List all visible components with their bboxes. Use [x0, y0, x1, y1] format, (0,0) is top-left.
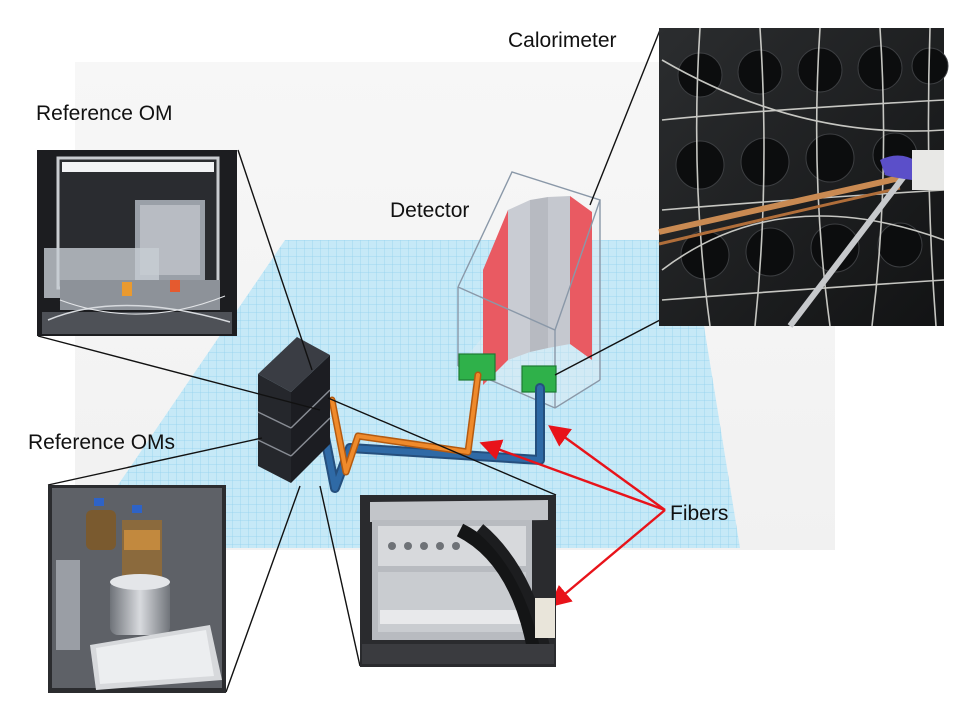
photo-reference-om-icon	[37, 150, 237, 336]
label-fibers: Fibers	[670, 502, 729, 525]
scintillator-block-2	[508, 200, 530, 360]
label-reference-om: Reference OM	[36, 102, 173, 125]
arrow-to-rack-fiber	[549, 509, 666, 608]
photo-fibers-rack-icon	[360, 495, 556, 667]
photo-reference-oms-icon	[48, 485, 226, 693]
photo-calorimeter-icon	[658, 27, 949, 328]
scintillator-block-4	[548, 196, 570, 348]
scintillator-block-1	[483, 210, 508, 385]
fiber-bundles	[315, 371, 545, 493]
scintillator-block-3	[530, 197, 548, 352]
fiber-arrows	[479, 425, 666, 608]
arrow-to-blue-fiber	[548, 425, 666, 511]
label-reference-oms: Reference OMs	[28, 431, 176, 454]
callout-lines	[37, 29, 661, 693]
label-calorimeter: Calorimeter	[508, 29, 617, 52]
detector	[457, 171, 601, 409]
label-detector: Detector	[390, 199, 470, 222]
reference-om-box	[257, 337, 331, 483]
arrow-to-orange-fiber	[479, 439, 666, 512]
